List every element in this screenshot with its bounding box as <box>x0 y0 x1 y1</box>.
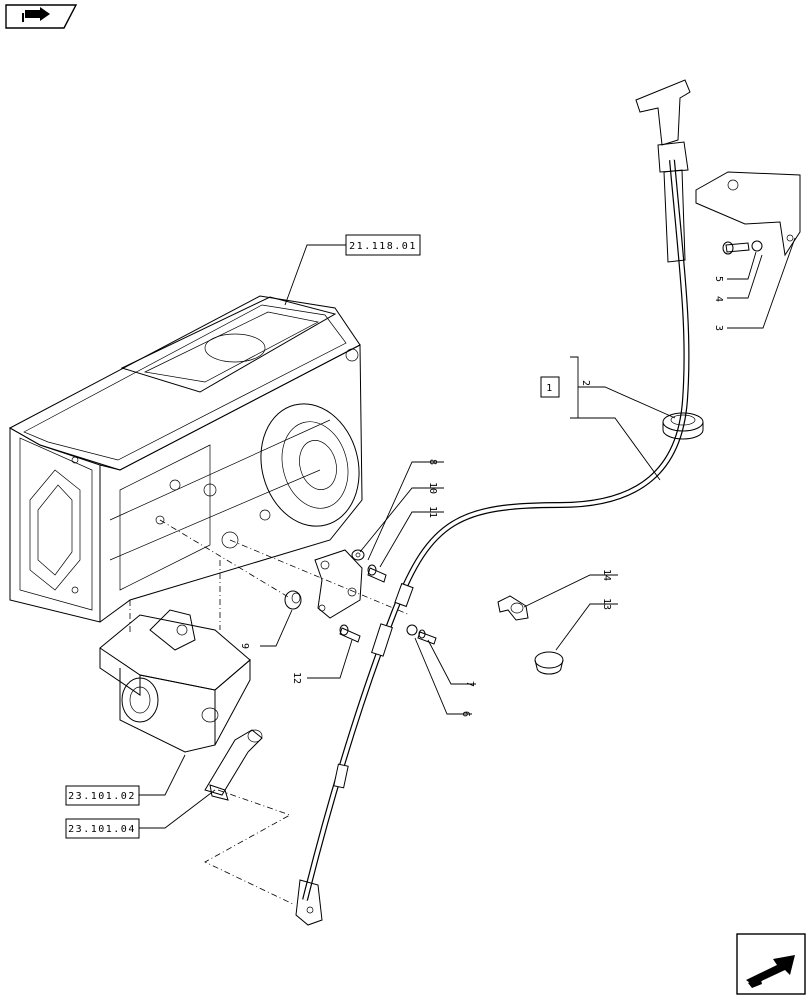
reference-box-label: 23.101.04 <box>68 824 136 835</box>
callout-14[interactable]: 14 <box>601 569 612 581</box>
reference-box-label: 21.118.01 <box>349 241 417 252</box>
reference-box-23-101-04[interactable]: 23.101.04 <box>65 818 140 839</box>
callout-12[interactable]: 12 <box>291 672 302 684</box>
callout-5[interactable]: 5 <box>713 276 724 282</box>
callout-9[interactable]: 9 <box>239 643 250 649</box>
callout-7[interactable]: 7 <box>464 681 475 687</box>
callout-13[interactable]: 13 <box>601 598 612 610</box>
plug-part-13 <box>534 651 564 675</box>
bracket-part-8 <box>314 549 363 619</box>
callout-11[interactable]: 11 <box>427 506 438 518</box>
bolt-part-5 <box>722 241 750 255</box>
next-page-arrow-icon[interactable] <box>736 933 806 995</box>
callout-10[interactable]: 10 <box>427 482 438 494</box>
spacer-part-9 <box>284 590 302 610</box>
callout-6[interactable]: 6 <box>460 711 471 717</box>
callout-labels: 2 3 4 5 6 7 8 9 10 11 12 13 14 <box>239 276 724 717</box>
mounting-bracket <box>695 171 801 257</box>
reference-box-23-101-02[interactable]: 23.101.02 <box>65 785 140 806</box>
washer-part-4 <box>751 240 763 252</box>
control-cable <box>295 159 690 926</box>
callout-4[interactable]: 4 <box>713 296 724 302</box>
bolt-part-11 <box>367 564 387 583</box>
shift-lever <box>204 729 263 801</box>
reference-box-label: 1 <box>546 383 554 394</box>
clip-part-14 <box>497 595 529 621</box>
washer-part-6 <box>406 624 418 636</box>
transmission-housing <box>8 295 363 623</box>
bolt-part-12 <box>339 624 361 643</box>
t-handle <box>635 79 691 263</box>
reference-box-21-118-01[interactable]: 21.118.01 <box>345 234 421 256</box>
callout-3[interactable]: 3 <box>713 325 724 331</box>
bolt-part-7 <box>417 629 437 645</box>
reference-box-kit-1[interactable]: 1 <box>540 376 560 398</box>
lower-housing <box>99 609 251 753</box>
washer-part-10 <box>351 549 365 561</box>
callout-2[interactable]: 2 <box>580 380 591 386</box>
grommet-part-2 <box>662 412 704 440</box>
book-arrow-icon[interactable] <box>5 4 78 29</box>
assembly-lines <box>129 519 411 906</box>
leader-lines <box>139 237 796 829</box>
reference-box-label: 23.101.02 <box>68 791 136 802</box>
callout-8[interactable]: 8 <box>427 459 438 465</box>
